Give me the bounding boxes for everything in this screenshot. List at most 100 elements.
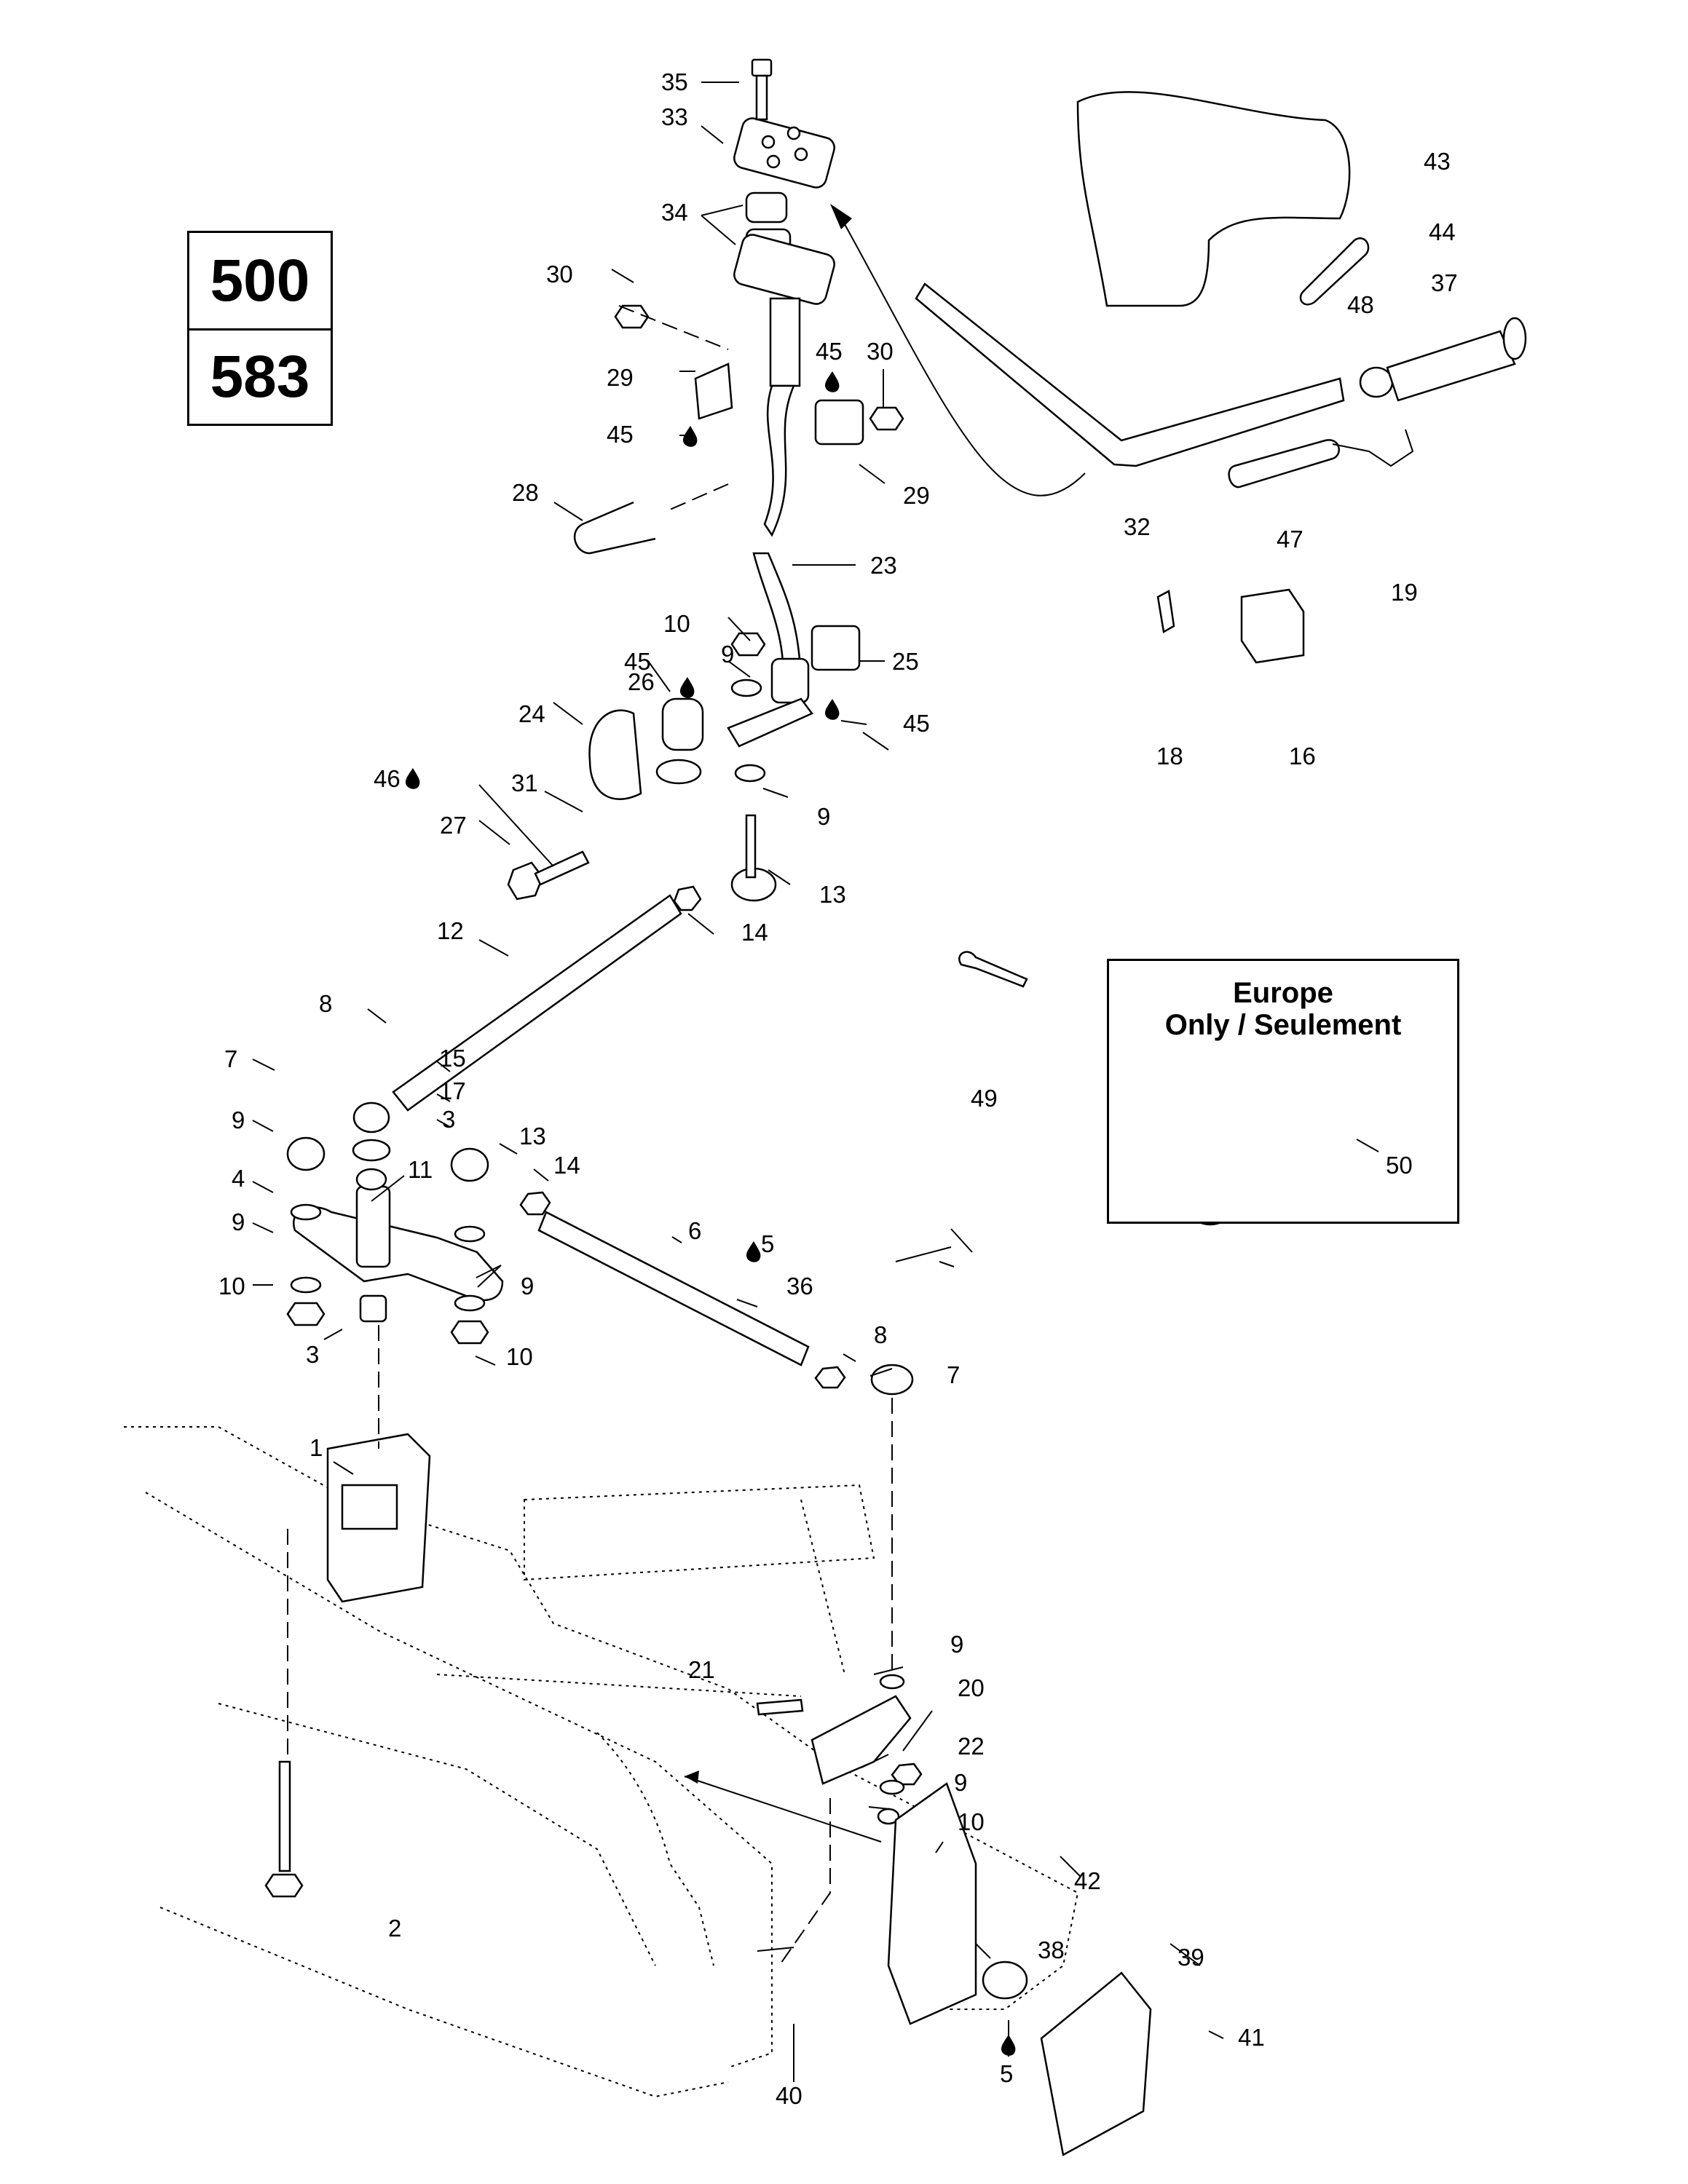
callout-44: 44 — [1429, 218, 1456, 245]
callout-8: 8 — [874, 1321, 887, 1348]
callout-9: 9 — [521, 1273, 534, 1299]
model-code-500: 500 — [210, 247, 310, 314]
tie-wrap-49 — [958, 951, 1028, 988]
callout-36: 36 — [786, 1273, 813, 1299]
callout-13: 13 — [819, 881, 846, 908]
callout-30: 30 — [867, 338, 894, 365]
callout-10: 10 — [218, 1273, 245, 1299]
callout-12: 12 — [437, 917, 464, 944]
callout-47: 47 — [1277, 526, 1304, 553]
boot-38 — [887, 1782, 1028, 2025]
assembly-arrow-lower — [684, 1776, 882, 1843]
callout-45: 45 — [903, 710, 930, 737]
callout-9: 9 — [721, 641, 734, 668]
callout-9: 9 — [954, 1769, 967, 1796]
inset-title-line2: Only / Seulement — [1164, 1009, 1402, 1041]
callout-39: 39 — [1178, 1944, 1204, 1971]
callout-16: 16 — [1289, 743, 1316, 769]
callout-35: 35 — [661, 68, 688, 95]
callout-42: 42 — [1074, 1867, 1101, 1894]
inset-title-line1: Europe — [1233, 977, 1333, 1009]
cover-plate-39 — [1040, 1971, 1152, 2156]
bushing-clamps — [588, 363, 864, 800]
callout-24: 24 — [518, 700, 545, 727]
tie-rod-6 — [519, 1191, 914, 1396]
inset-title: Europe Only / Seulement — [1109, 977, 1457, 1041]
callout-25: 25 — [892, 648, 919, 675]
heater-grip-47 — [1228, 429, 1414, 488]
steering-arm-4 — [286, 1101, 504, 1345]
callout-1: 1 — [309, 1434, 323, 1461]
tie-rod-12 — [392, 814, 777, 1112]
terminal-18 — [1156, 590, 1175, 633]
bolt-2 — [264, 1760, 304, 1898]
callout-7: 7 — [947, 1361, 960, 1388]
arrow-head-lower — [685, 1770, 699, 1784]
callout-34: 34 — [661, 199, 688, 226]
callout-41: 41 — [1238, 2024, 1265, 2051]
pitman-arm-20 — [756, 1674, 923, 1825]
callout-28: 28 — [512, 479, 539, 506]
callout-29: 29 — [607, 364, 634, 391]
callout-30: 30 — [546, 261, 573, 288]
callout-4: 4 — [232, 1165, 245, 1192]
callout-8: 8 — [319, 990, 332, 1017]
callout-20: 20 — [958, 1674, 985, 1701]
bolt-27 — [507, 850, 590, 901]
inset-drawing: 50 — [1356, 1139, 1413, 1179]
callout-3: 3 — [442, 1106, 455, 1133]
callout-29: 29 — [903, 482, 930, 509]
callout-10: 10 — [506, 1343, 533, 1370]
callout-43: 43 — [1424, 148, 1451, 175]
cover-43 — [1076, 91, 1351, 307]
callout-38: 38 — [1038, 1936, 1065, 1963]
callout-45: 45 — [624, 648, 651, 675]
handlebar-clamp-upper — [733, 117, 835, 189]
callout-48: 48 — [1347, 291, 1374, 318]
steering-column-23 — [727, 384, 813, 748]
callout-45: 45 — [607, 421, 634, 448]
callout-11: 11 — [408, 1156, 433, 1183]
callout-5: 5 — [761, 1230, 774, 1257]
callout-3: 3 — [306, 1341, 319, 1368]
callout-2: 2 — [388, 1915, 401, 1942]
callout-40: 40 — [776, 2082, 802, 2109]
column-support-1 — [326, 1433, 431, 1603]
callout-5: 5 — [1000, 2060, 1013, 2087]
callout-37: 37 — [1431, 269, 1458, 296]
callout-9: 9 — [817, 803, 830, 830]
europe-only-inset: Europe Only / Seulement 50 — [1107, 959, 1459, 1224]
callout-18: 18 — [1156, 743, 1183, 769]
nuts-washers — [614, 304, 904, 783]
callout-10: 10 — [958, 1808, 985, 1835]
model-code-583: 583 — [189, 328, 331, 424]
callout-10: 10 — [663, 610, 690, 637]
callout-14: 14 — [741, 919, 768, 946]
callout-32: 32 — [1124, 513, 1151, 540]
callout-9: 9 — [950, 1631, 963, 1658]
callout-21: 21 — [688, 1656, 715, 1683]
grease-drop-icon — [405, 371, 1016, 2056]
leader-lines — [252, 82, 1224, 2082]
callout-46: 46 — [374, 765, 401, 792]
callout-31: 31 — [511, 769, 538, 796]
callout-7: 7 — [224, 1045, 237, 1072]
callout-49: 49 — [971, 1085, 998, 1112]
u-bolt-28 — [574, 501, 656, 555]
assembly-arrow — [837, 210, 1086, 496]
handlebar-32 — [915, 282, 1527, 467]
callout-45: 45 — [816, 338, 843, 365]
callout-27: 27 — [440, 812, 467, 839]
model-code-box: 500 583 — [187, 231, 333, 426]
callout-9: 9 — [232, 1208, 245, 1235]
callout-19: 19 — [1391, 579, 1418, 606]
arrow-head — [830, 204, 852, 229]
callout-33: 33 — [661, 103, 688, 130]
handlebar-clamp-lower — [733, 234, 835, 387]
callout-50: 50 — [1386, 1152, 1413, 1179]
callout-15: 15 — [439, 1045, 466, 1072]
callout-14: 14 — [553, 1152, 580, 1179]
callout-23: 23 — [870, 552, 897, 579]
callout-17: 17 — [439, 1077, 466, 1104]
